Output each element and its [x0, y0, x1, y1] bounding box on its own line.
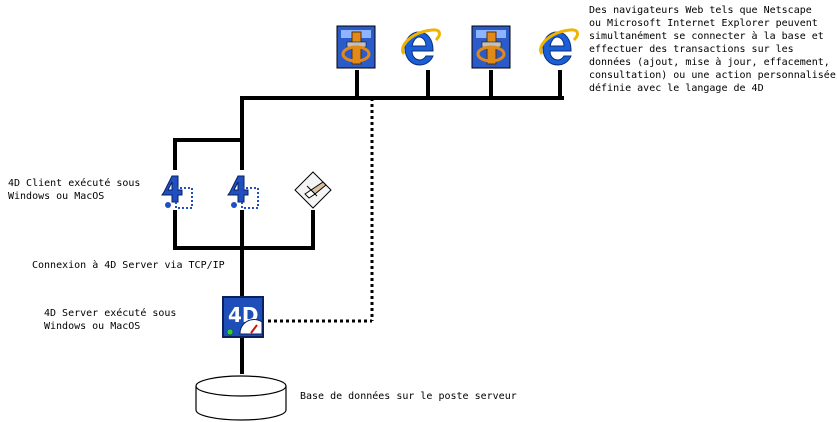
database-cylinder-icon	[195, 375, 287, 421]
netscape-navigator-icon	[471, 25, 511, 69]
netscape-navigator-icon	[336, 25, 376, 69]
document-pen-icon	[294, 171, 332, 209]
web-connection-dotted	[268, 98, 374, 323]
4d-client-icon	[227, 173, 259, 209]
database-label: Base de données sur le poste serveur	[300, 391, 517, 402]
connection-label: Connexion à 4D Server via TCP/IP	[32, 260, 225, 271]
server-label: 4D Server exécuté sous Windows ou MacOS	[44, 308, 177, 332]
network-lines	[173, 70, 564, 374]
internet-explorer-icon	[401, 28, 441, 66]
client-label: 4D Client exécuté sous Windows ou MacOS	[8, 178, 141, 202]
4d-server-icon: 4D	[222, 296, 264, 338]
internet-explorer-icon	[539, 28, 579, 66]
4d-client-icon	[161, 173, 193, 209]
browser-description: Des navigateurs Web tels que Netscape ou…	[589, 5, 836, 94]
